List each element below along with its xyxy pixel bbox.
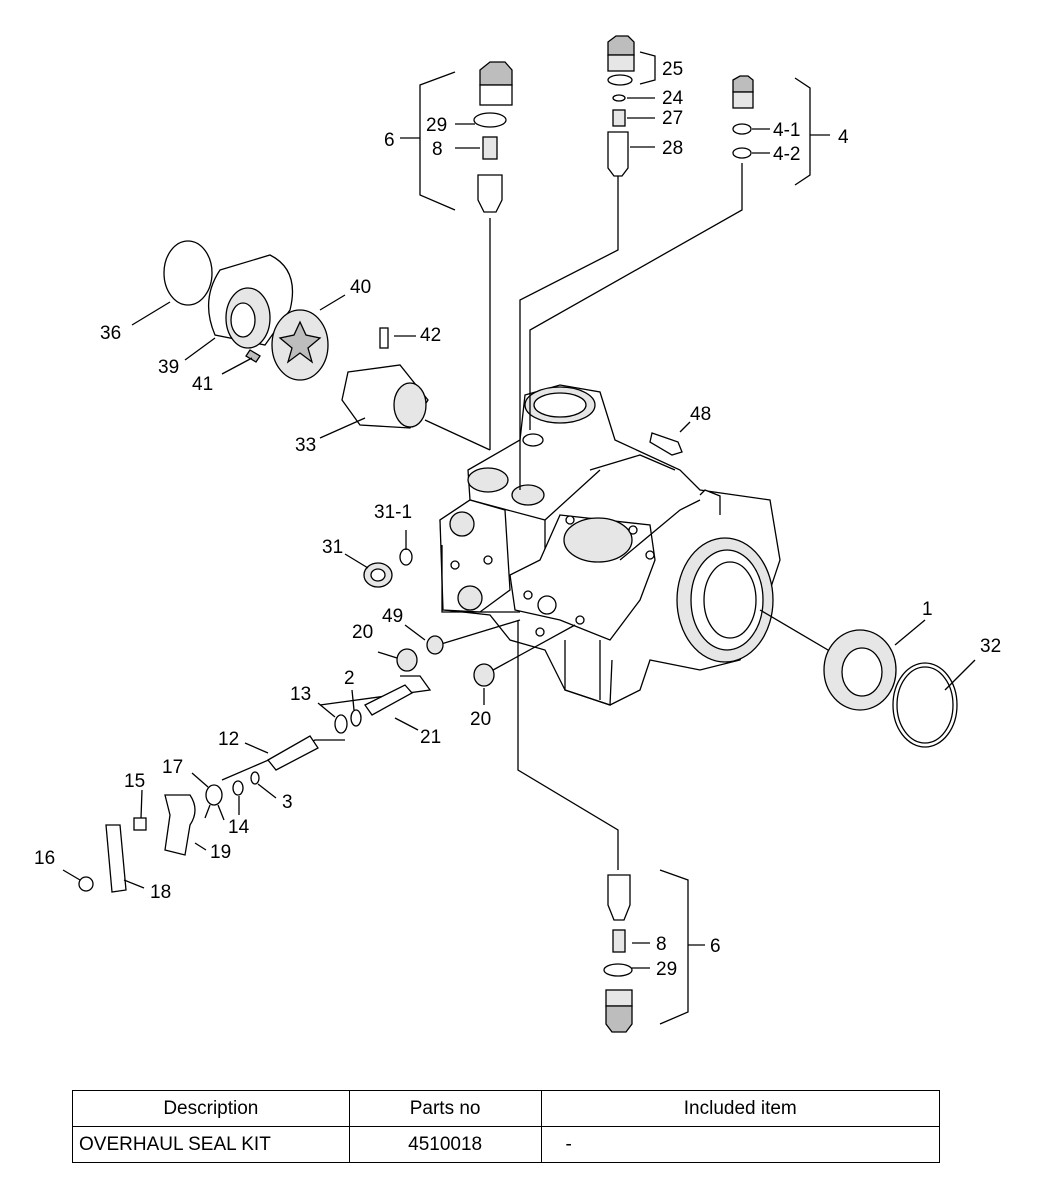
callout-36: 36 <box>100 323 121 344</box>
callout-6-bottom: 6 <box>710 936 721 957</box>
callout-33: 33 <box>295 435 316 456</box>
callout-31: 31 <box>322 537 343 558</box>
callout-20-a: 20 <box>352 622 373 643</box>
callout-29-top: 29 <box>426 115 447 136</box>
callout-leaders <box>62 97 976 969</box>
callout-3: 3 <box>282 792 293 813</box>
callout-41: 41 <box>192 374 213 395</box>
header-included-item: Included item <box>540 1090 941 1127</box>
callout-31-1: 31-1 <box>374 502 412 523</box>
callout-20-b: 20 <box>470 709 491 730</box>
callout-28: 28 <box>662 138 683 159</box>
exploded-parts-diagram: 6 29 8 25 24 27 28 4-1 4-2 4 36 39 40 41… <box>34 35 1001 1033</box>
callout-labels: 6 29 8 25 24 27 28 4-1 4-2 4 36 39 40 41… <box>34 59 1001 980</box>
callout-1: 1 <box>922 599 933 620</box>
callout-4-2: 4-2 <box>773 144 800 165</box>
brackets <box>400 51 830 1025</box>
callout-14: 14 <box>228 817 250 838</box>
callout-25: 25 <box>662 59 683 80</box>
callout-18: 18 <box>150 882 171 903</box>
callout-32: 32 <box>980 636 1001 657</box>
callout-15: 15 <box>124 771 145 792</box>
callout-16: 16 <box>34 848 55 869</box>
callout-8-bottom: 8 <box>656 934 667 955</box>
parts-table: Description Parts no Included item OVERH… <box>72 1090 941 1163</box>
callout-42: 42 <box>420 325 441 346</box>
callout-12: 12 <box>218 729 239 750</box>
callout-21: 21 <box>420 727 441 748</box>
row-parts-no: 4510018 <box>348 1126 542 1163</box>
callout-4-1: 4-1 <box>773 120 800 141</box>
callout-2: 2 <box>344 668 355 689</box>
callout-19: 19 <box>210 842 231 863</box>
callout-29-bottom: 29 <box>656 959 677 980</box>
callout-24: 24 <box>662 88 684 109</box>
table-row: OVERHAUL SEAL KIT 4510018 - <box>72 1126 941 1163</box>
row-included-item: - <box>540 1126 941 1163</box>
callout-39: 39 <box>158 357 179 378</box>
header-description: Description <box>72 1090 350 1127</box>
callout-40: 40 <box>350 277 371 298</box>
part-shapes <box>78 35 958 1033</box>
callout-17: 17 <box>162 757 183 778</box>
header-parts-no: Parts no <box>348 1090 542 1127</box>
callout-4: 4 <box>838 127 849 148</box>
callout-27: 27 <box>662 108 683 129</box>
callout-8-top: 8 <box>432 139 443 160</box>
callout-48: 48 <box>690 404 711 425</box>
callout-13: 13 <box>290 684 311 705</box>
parts-table-header-row: Description Parts no Included item <box>72 1090 941 1127</box>
callout-49: 49 <box>382 606 403 627</box>
main-housing <box>439 384 781 706</box>
callout-6-top: 6 <box>384 130 395 151</box>
row-description: OVERHAUL SEAL KIT <box>72 1126 350 1163</box>
